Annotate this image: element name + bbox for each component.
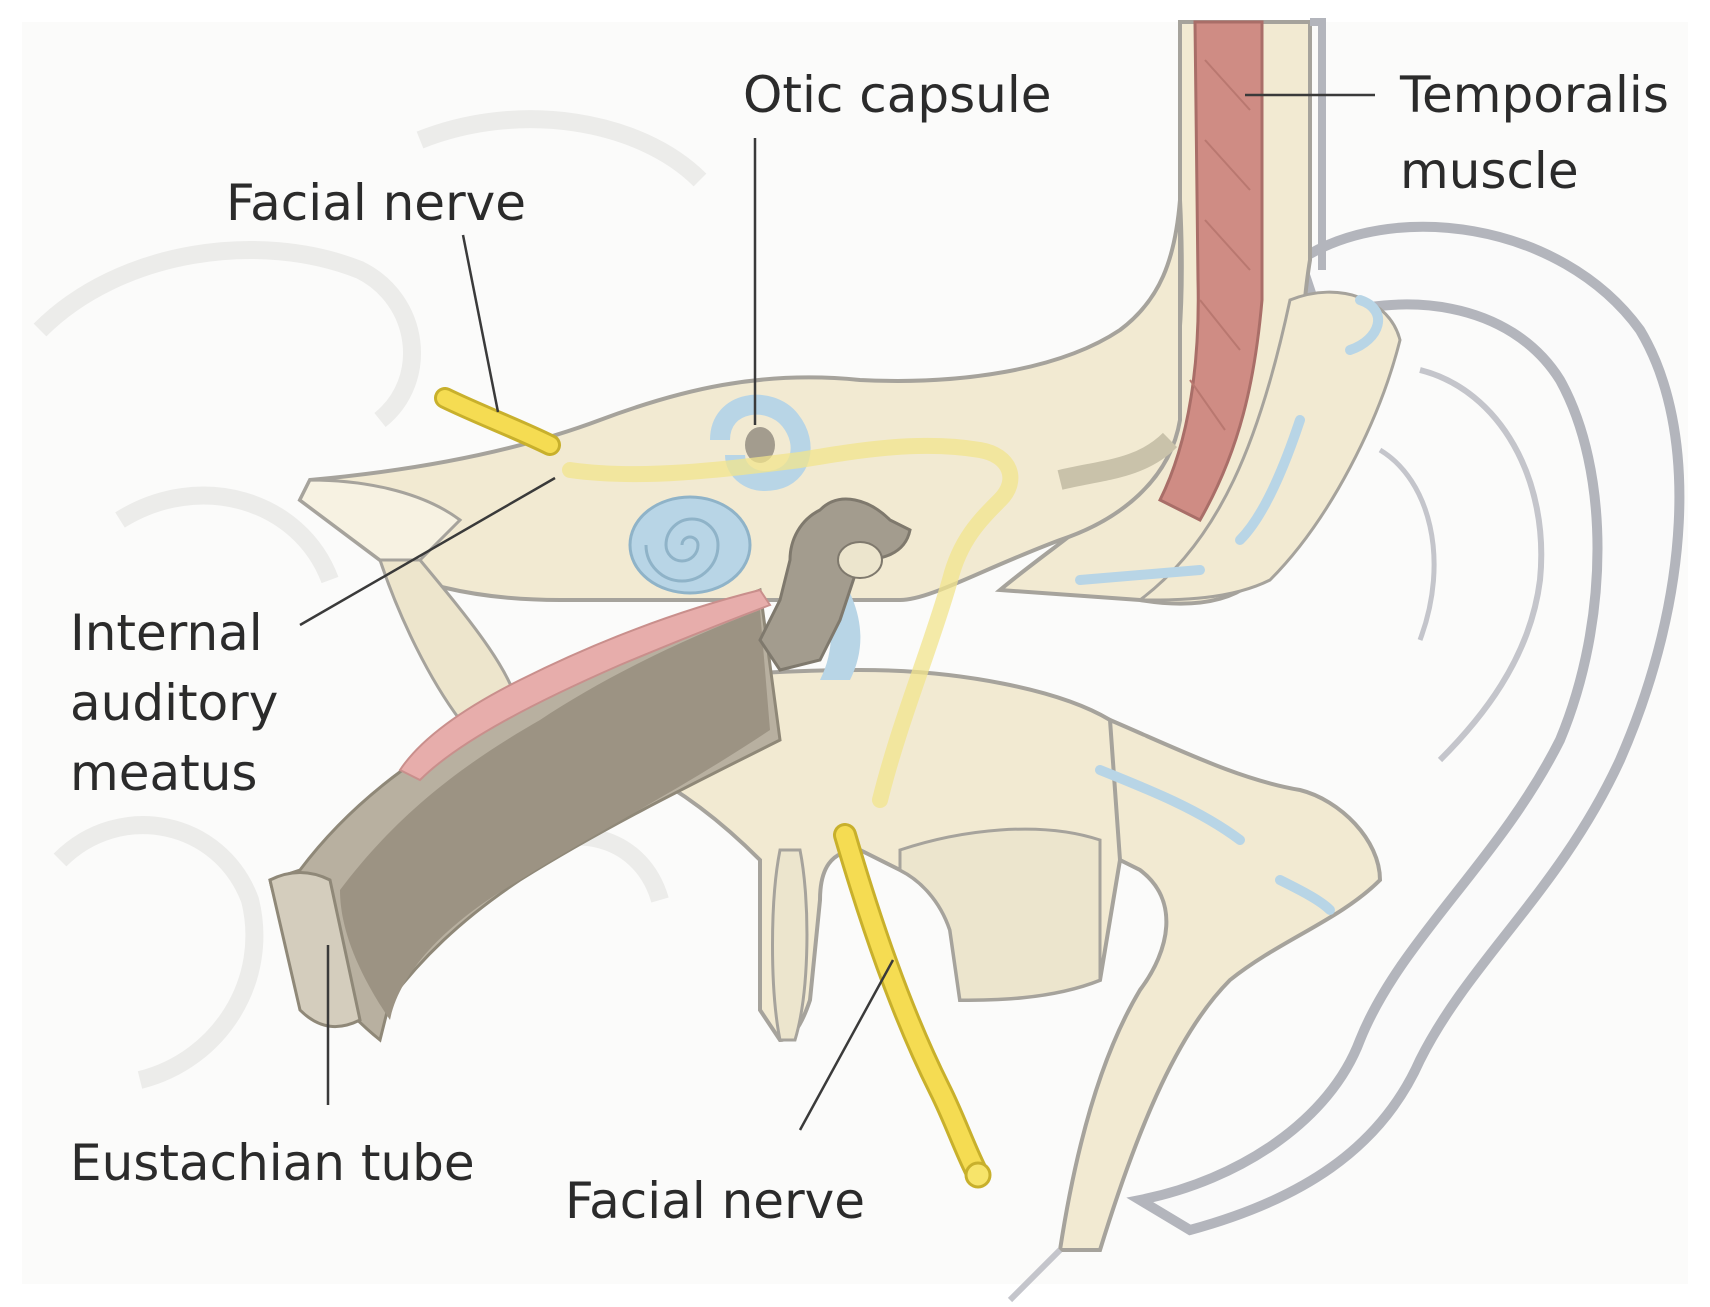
cartilage-blue-2 bbox=[1235, 415, 1305, 545]
auricle-outline bbox=[1126, 221, 1685, 1236]
label-internal-line3: meatus bbox=[70, 744, 257, 802]
label-temporalis-line1: Temporalis bbox=[1399, 66, 1669, 124]
eustachian-tube-shape bbox=[268, 587, 782, 1043]
facial-nerve-distal bbox=[836, 826, 987, 1184]
leader-facial-nerve-bottom bbox=[798, 959, 895, 1131]
leader-lines bbox=[299, 93, 1375, 1131]
vestibule bbox=[745, 427, 775, 463]
temporal-bone-wall bbox=[994, 18, 1402, 606]
stapes-footplate bbox=[837, 541, 883, 579]
eustachian-tube-opening bbox=[268, 871, 362, 1029]
label-internal-line1: Internal bbox=[70, 604, 263, 662]
mastoid-block bbox=[898, 827, 1102, 1002]
cartilage-blue-4 bbox=[1095, 765, 1245, 845]
cochlea-spiral bbox=[644, 517, 720, 583]
label-eustachian-tube: Eustachian tube bbox=[70, 1134, 475, 1192]
cartilage-blue-5 bbox=[1275, 875, 1335, 915]
temporalis-muscle-shape bbox=[1157, 20, 1264, 522]
facial-nerve-intratemporal bbox=[562, 437, 1019, 808]
auricle bbox=[1126, 221, 1685, 1236]
label-temporalis-line2: muscle bbox=[1400, 142, 1579, 200]
facial-nerve-cut-end bbox=[964, 1161, 992, 1189]
label-internal-line2: auditory bbox=[70, 674, 278, 732]
temporalis-fibers bbox=[1189, 59, 1251, 431]
canal-lower-wall bbox=[1057, 716, 1383, 1252]
cochlea bbox=[628, 495, 752, 595]
cartilage-blue-3 bbox=[1075, 565, 1205, 585]
bone-shadow-band bbox=[1057, 432, 1178, 490]
eustachian-tube-mucosa bbox=[398, 588, 772, 782]
facial-nerve-proximal bbox=[437, 390, 558, 453]
label-facial-nerve-top: Facial nerve bbox=[226, 174, 526, 232]
facial-nerve-shape bbox=[434, 387, 1019, 1189]
auricular-cartilage-upper bbox=[1135, 290, 1402, 602]
labels: Otic capsule Temporalis muscle Facial ne… bbox=[70, 66, 1669, 1230]
auricle-helix-fold bbox=[1419, 367, 1545, 763]
skin-lower-edge bbox=[1007, 1247, 1063, 1303]
auricle-antihelix bbox=[1378, 447, 1437, 641]
label-facial-nerve-bottom: Facial nerve bbox=[565, 1172, 865, 1230]
semicircular-canal bbox=[710, 394, 811, 491]
leader-facial-nerve-top bbox=[461, 234, 500, 413]
eustachian-tube-lumen bbox=[340, 610, 770, 1020]
scalp-skin-line bbox=[1310, 18, 1326, 270]
ossicles bbox=[758, 497, 912, 672]
cartilage-blue-1 bbox=[1345, 295, 1384, 355]
styloid-process bbox=[771, 848, 809, 1042]
leader-internal-auditory-meatus bbox=[299, 476, 556, 627]
label-otic-capsule: Otic capsule bbox=[743, 66, 1052, 124]
